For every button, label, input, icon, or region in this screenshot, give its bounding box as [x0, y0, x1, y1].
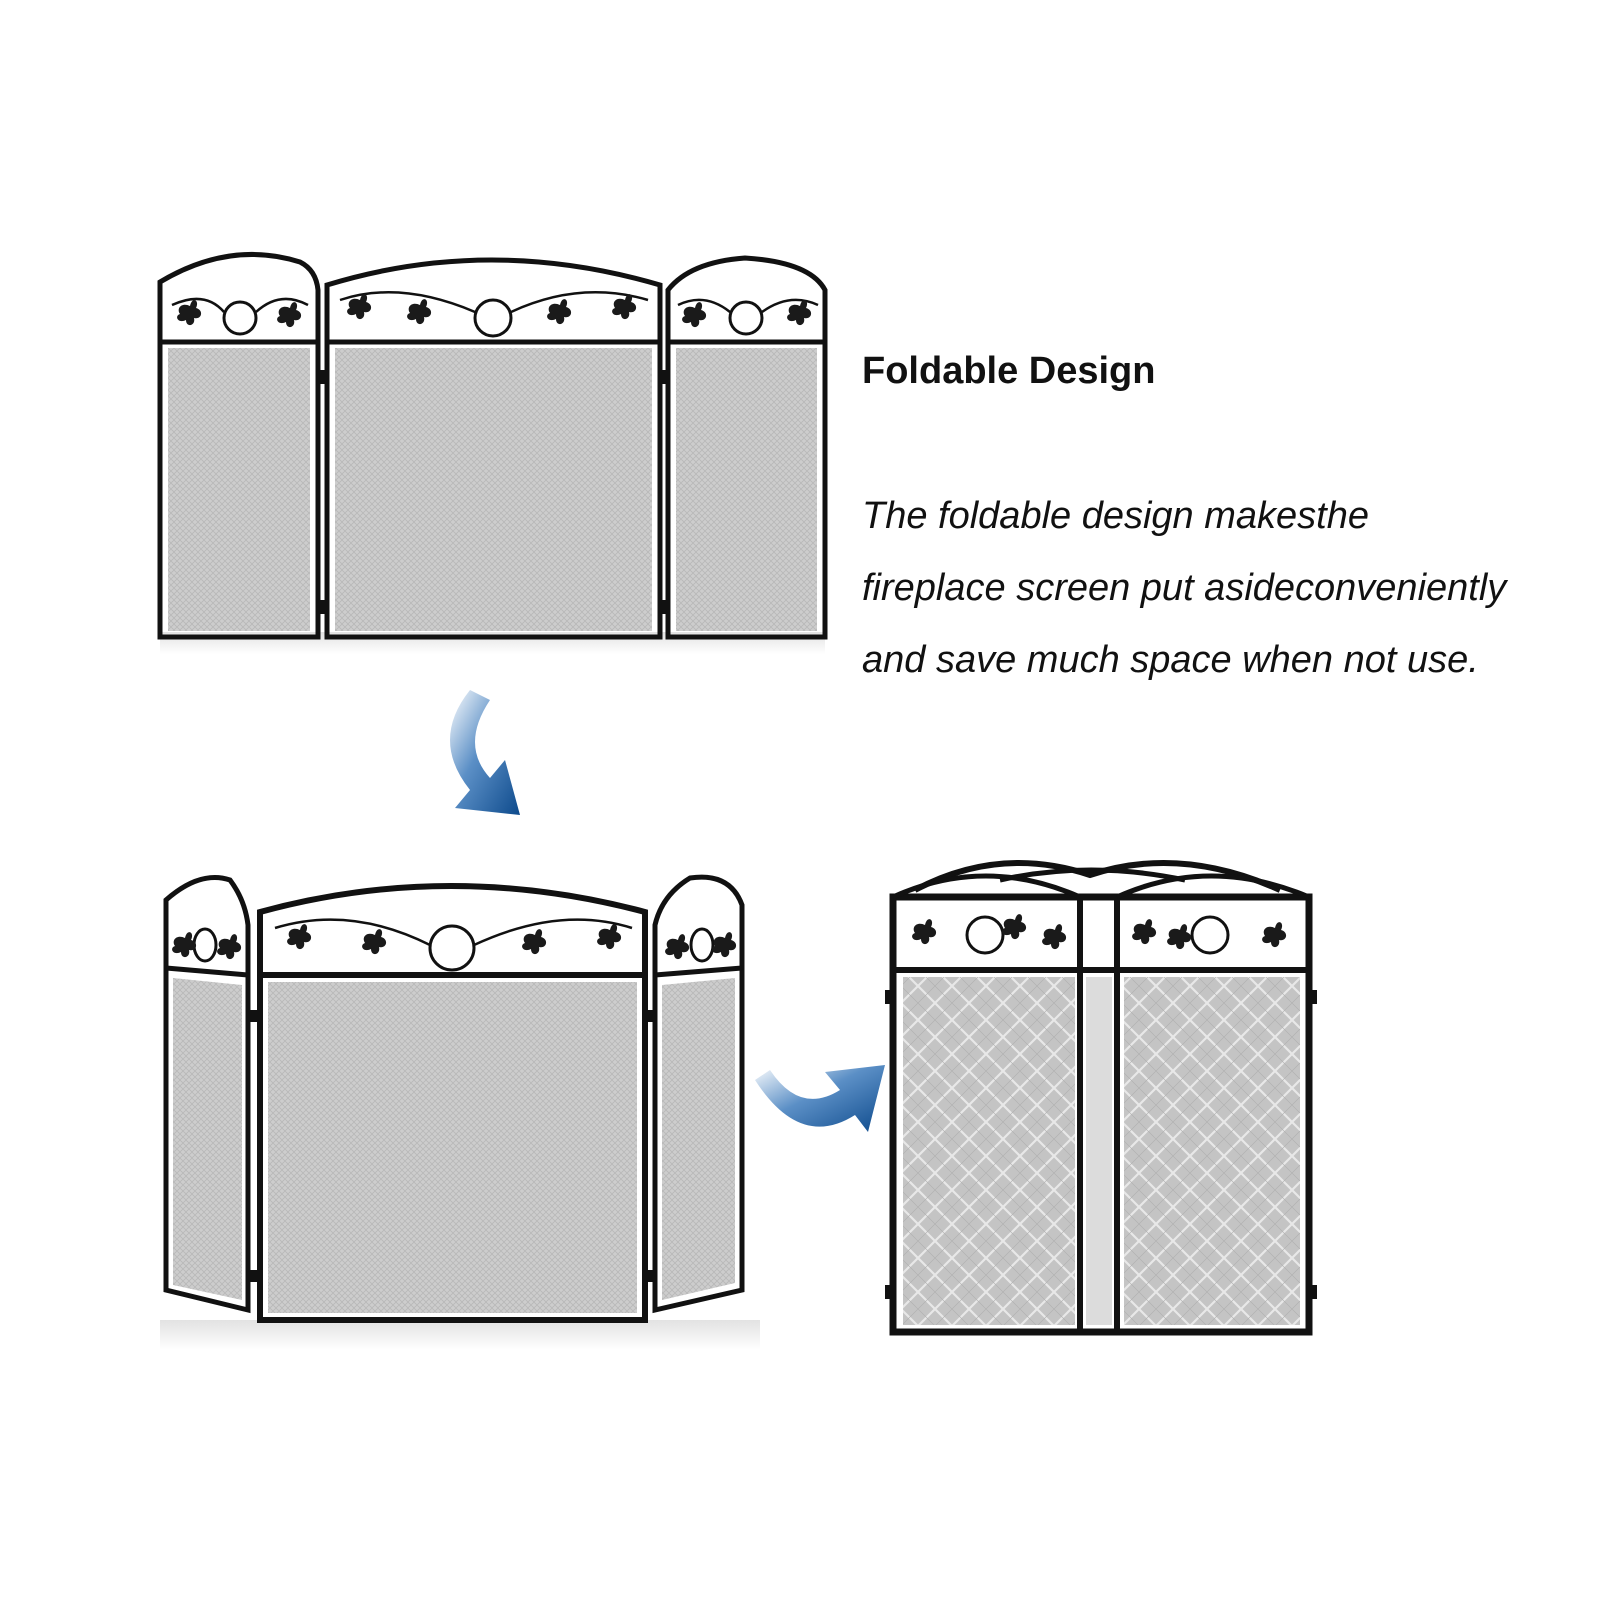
curved-arrow-down-icon [450, 690, 520, 815]
folded-right-panel [1115, 873, 1310, 1325]
folded-left-panel [891, 873, 1083, 1332]
description-line-3: and save much space when not use. [862, 639, 1479, 681]
right-panel [665, 255, 828, 640]
description-line-2: fireplace screen put asideconveniently [862, 567, 1507, 609]
feature-heading: Foldable Design [862, 350, 1156, 392]
screen-unfolded-flat [157, 252, 828, 654]
left-panel-angled [163, 875, 251, 1314]
left-panel [157, 252, 321, 640]
right-panel-angled [652, 874, 745, 1314]
curved-arrow-right-icon [755, 1065, 885, 1132]
center-panel [324, 257, 663, 640]
screen-partially-folded [160, 874, 760, 1350]
description-line-1: The foldable design makesthe [862, 495, 1369, 537]
screen-fully-folded [885, 860, 1317, 1336]
center-panel-front [257, 883, 648, 1323]
